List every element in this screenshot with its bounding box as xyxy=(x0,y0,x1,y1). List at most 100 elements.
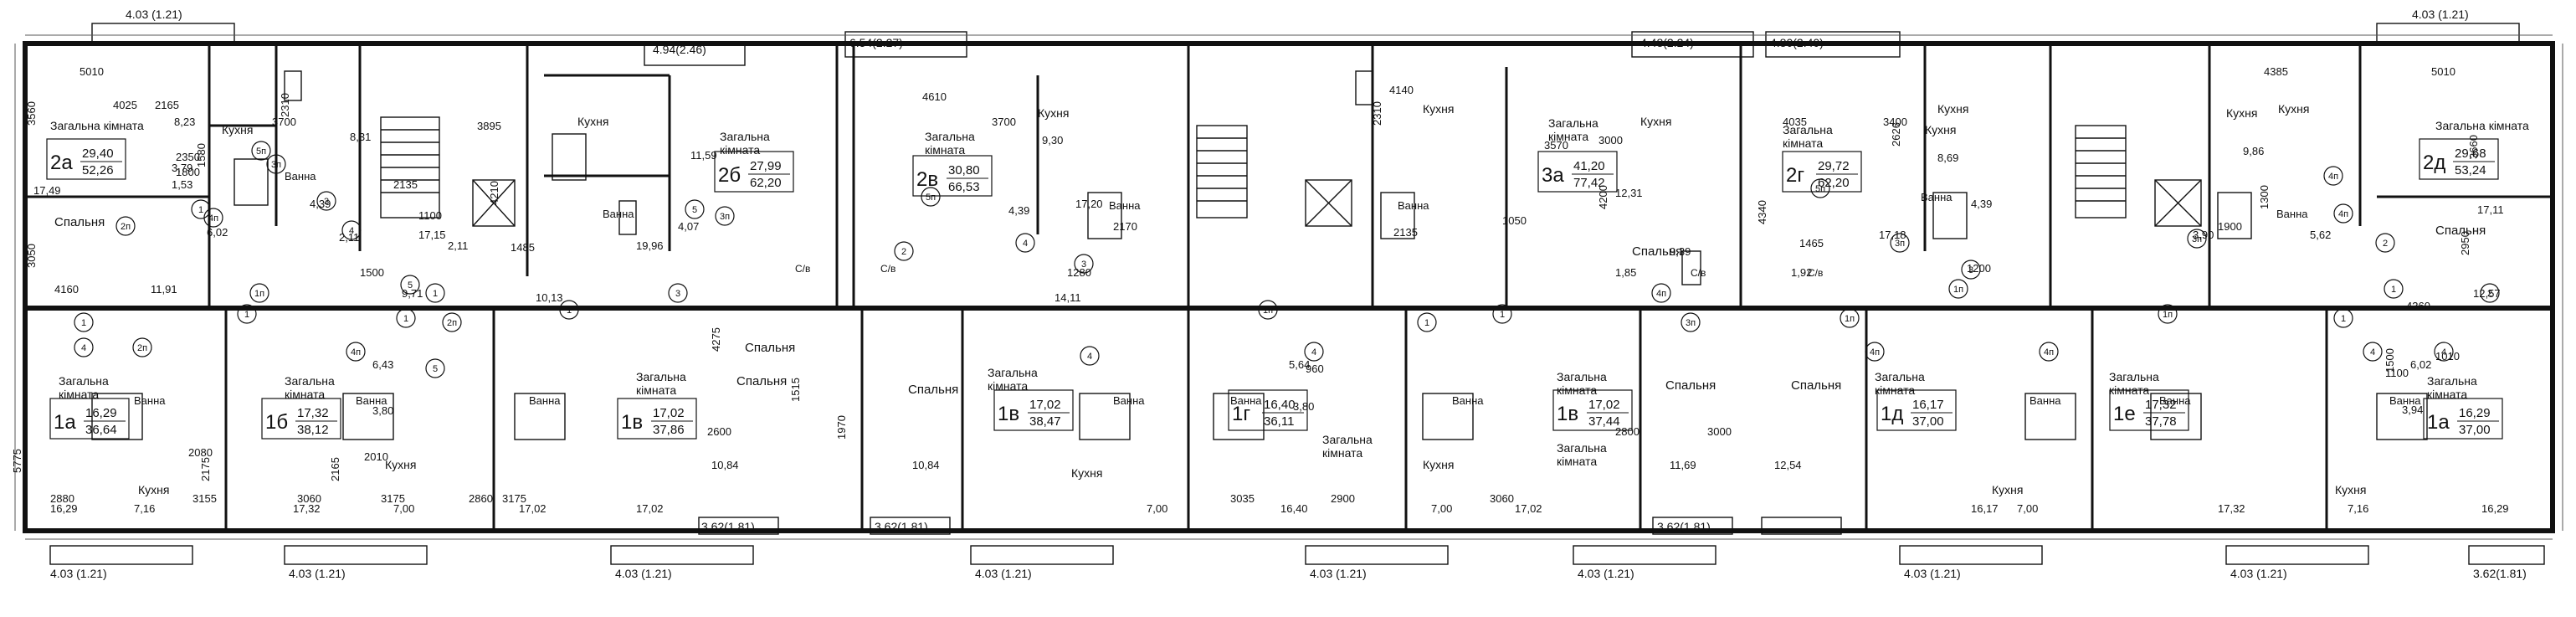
dimension-value: 4210 xyxy=(488,181,500,205)
room-marker-circle xyxy=(1865,342,1885,362)
dimension-lines xyxy=(14,34,2563,540)
room-marker-circle xyxy=(74,337,94,357)
room-area-value: 11,91 xyxy=(151,283,177,296)
apartment-tag-frame xyxy=(1552,389,1633,431)
apartment-number: 1в xyxy=(621,411,643,434)
room-kitchen: Кухня xyxy=(222,123,253,136)
room-bath: Ванна xyxy=(529,394,561,407)
room-marker-circle xyxy=(266,154,286,174)
apartment-living-area: 29,40 xyxy=(82,147,114,161)
room-area-value: 4,39 xyxy=(310,198,331,210)
room-marker-label: 4п xyxy=(1656,289,1666,299)
dimension-value: 3000 xyxy=(1707,425,1732,438)
room-living-split: Загальна xyxy=(1557,441,1607,455)
room-marker-circle xyxy=(1074,254,1094,274)
room-wc: С/в xyxy=(795,263,810,275)
room-living-split: Загальна xyxy=(285,374,335,388)
dimension-value: 1515 xyxy=(789,378,802,402)
apartment-total-area: 37,00 xyxy=(2459,423,2491,437)
dimension-value: 2310 xyxy=(279,93,291,117)
dimension-value: 2950 xyxy=(2459,231,2471,255)
room-marker-circle xyxy=(2039,342,2059,362)
apartment-tag-frame xyxy=(49,398,130,440)
room-marker-label: 2п xyxy=(121,222,131,232)
room-wc: С/в xyxy=(1691,267,1706,279)
room-area-value: 10,84 xyxy=(912,459,940,471)
balcony-area: 4.03 (1.21) xyxy=(126,8,182,21)
apartment-total-area: 53,24 xyxy=(2455,163,2486,177)
dimension-value: 5010 xyxy=(2431,65,2455,78)
dimension-value: 2080 xyxy=(188,446,213,459)
dimension-value: 3660 xyxy=(2467,135,2480,159)
room-kitchen: Кухня xyxy=(1925,123,1956,136)
room-marker-circle xyxy=(2375,233,2395,253)
dimension-value: 1200 xyxy=(1967,262,1991,275)
room-marker-circle xyxy=(251,141,271,161)
room-marker-label: 2п xyxy=(447,318,457,328)
room-kitchen: Кухня xyxy=(385,458,416,471)
apartment-number: 1а xyxy=(54,411,76,434)
room-marker-label: 3п xyxy=(1895,239,1905,249)
room-area-value: 17,32 xyxy=(2218,502,2245,515)
dimension-value: 2010 xyxy=(364,450,388,463)
room-marker-label: 1п xyxy=(254,289,264,299)
dimension-value: 3400 xyxy=(1883,116,1907,128)
room-area-value: 6,43 xyxy=(372,358,393,371)
balcony-area: 3.62(1.81) xyxy=(875,520,928,533)
dimension-value: 3050 xyxy=(25,244,38,268)
room-wc: С/в xyxy=(1808,267,1823,279)
room-marker-label: 4 xyxy=(2441,347,2446,357)
apartment-tag-frame xyxy=(617,398,697,440)
room-area-value: 3,90 xyxy=(2193,229,2214,241)
dimension-value: 1300 xyxy=(2258,185,2271,209)
room-kitchen: Кухня xyxy=(1423,102,1454,116)
room-area-value: 7,16 xyxy=(2348,502,2368,515)
room-marker-circle xyxy=(1080,346,1100,366)
room-marker-label: 1п xyxy=(1263,306,1273,316)
room-area-value: 9,39 xyxy=(1670,245,1691,258)
room-area-value: 3,80 xyxy=(372,404,393,417)
apartment-living-area: 17,02 xyxy=(1029,398,1061,412)
room-bath: Ванна xyxy=(2389,394,2421,407)
room-area-value: 17,02 xyxy=(636,502,664,515)
room-marker-label: 4п xyxy=(1870,347,1880,357)
room-marker-circle xyxy=(425,283,445,303)
dimension-value: 5775 xyxy=(11,449,23,473)
room-living-split: Загальна xyxy=(1783,123,1833,136)
room-marker-label: 2п xyxy=(137,343,147,353)
room-marker-label: 2 xyxy=(2487,289,2492,299)
apartment-total-area: 36,11 xyxy=(1264,414,1294,429)
dimension-value: 2900 xyxy=(1331,492,1355,505)
apartment-number: 1б xyxy=(265,411,288,434)
room-living: Загальна кімната xyxy=(2435,119,2529,132)
room-kitchen: Кухня xyxy=(2335,483,2366,496)
room-marker-label: 1 xyxy=(567,306,572,316)
room-kitchen: Кухня xyxy=(1423,458,1454,471)
room-marker-label: 4 xyxy=(1023,239,1028,249)
apartment-tag-frame xyxy=(2423,398,2503,440)
room-area-value: 5,64 xyxy=(1289,358,1310,371)
room-area-value: 5,62 xyxy=(2310,229,2331,241)
room-marker-circle xyxy=(74,312,94,332)
apartment-total-area: 62,20 xyxy=(750,176,782,190)
room-bedroom: Спальня xyxy=(54,215,105,229)
room-marker-circle xyxy=(1890,233,1910,253)
room-bath: Ванна xyxy=(356,394,387,407)
room-marker-circle xyxy=(1304,342,1324,362)
balcony-area: 4.48(2.24) xyxy=(1640,36,1694,49)
room-marker-label: 1 xyxy=(2391,285,2396,295)
room-living-split: кімната xyxy=(285,388,325,401)
room-marker-label: 4 xyxy=(349,226,354,236)
room-marker-label: 1 xyxy=(1500,310,1505,320)
room-marker-circle xyxy=(2323,166,2343,186)
fixtures xyxy=(91,70,2428,440)
apartment-tag-frame xyxy=(1876,389,1957,431)
apartment-living-area: 17,02 xyxy=(653,406,685,420)
room-bath: Ванна xyxy=(134,394,166,407)
balcony-area: 4.03 (1.21) xyxy=(975,567,1032,580)
room-marker-label: 4 xyxy=(1087,352,1092,362)
room-marker-circle xyxy=(921,187,941,207)
room-area-value: 1,92 xyxy=(1791,266,1812,279)
room-marker-circle xyxy=(1015,233,1035,253)
